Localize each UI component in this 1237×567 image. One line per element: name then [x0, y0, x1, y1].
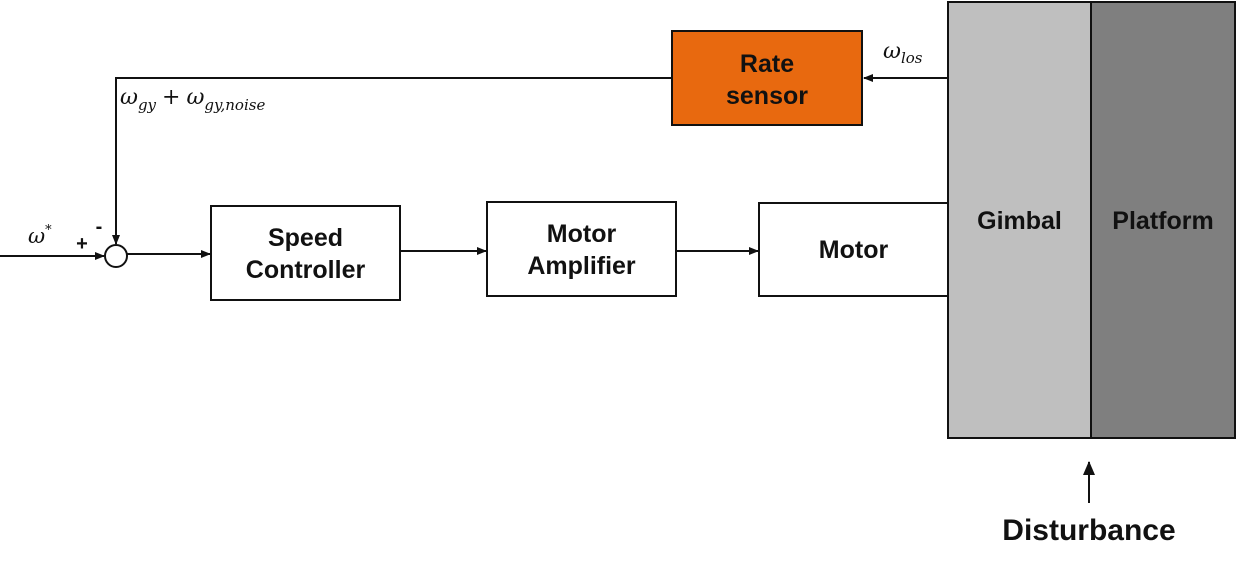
speed-controller-label-line1: Speed: [268, 224, 343, 252]
platform-label: Platform: [1112, 207, 1213, 235]
disturbance-label: Disturbance: [1002, 514, 1175, 547]
rate-sensor-label-line2: sensor: [726, 82, 808, 110]
gimbal-label: Gimbal: [977, 207, 1062, 235]
motor-block: [758, 202, 949, 297]
motor-label: Motor: [819, 236, 889, 264]
feedback-signal-label: ωgy+ωgy,noise: [120, 85, 265, 114]
summing-plus-sign: +: [76, 233, 88, 255]
motor-amplifier-label-line1: Motor: [547, 220, 617, 248]
motor-amplifier-label-line2: Amplifier: [527, 252, 636, 280]
reference-signal-label: ω*: [28, 223, 52, 248]
rate-sensor-label-line1: Rate: [740, 50, 794, 78]
summing-minus-sign: -: [96, 216, 103, 238]
summing-junction: [104, 244, 128, 268]
motor-amplifier-block: [486, 201, 677, 297]
gimbal-block: [947, 1, 1092, 439]
feedback-path: [112, 77, 671, 245]
speed-controller-block: [210, 205, 401, 301]
los-signal-label: ωlos: [883, 39, 923, 67]
rate-sensor-block: [671, 30, 863, 126]
speed-controller-label-line2: Controller: [246, 256, 366, 284]
platform-block: [1090, 1, 1236, 439]
